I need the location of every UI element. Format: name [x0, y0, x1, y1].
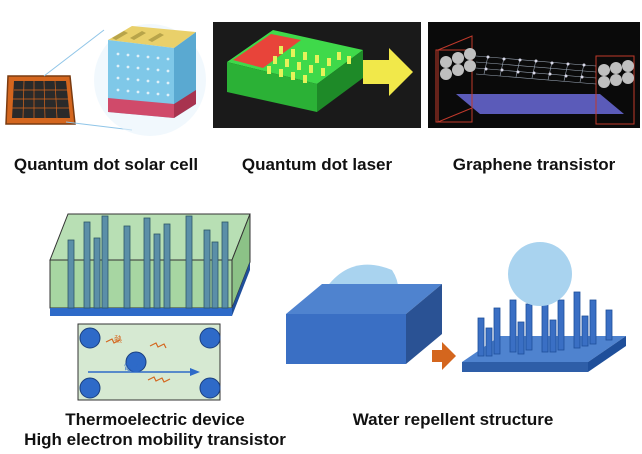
- caption-graphene: Graphene transistor: [452, 155, 616, 174]
- solar-cell-illustration: [5, 24, 206, 136]
- nanowire-block: [49, 213, 251, 316]
- caption-thermo-line1: Thermoelectric device: [65, 410, 245, 429]
- graphene-device: [435, 35, 635, 125]
- nanopillar-surface: [462, 242, 626, 372]
- transition-arrow-icon: [432, 342, 456, 370]
- graphene-illustration: [428, 22, 640, 128]
- laser-illustration: [213, 22, 421, 128]
- solar-cube: [94, 24, 206, 136]
- laser-arrow-icon: [363, 48, 413, 96]
- caption-laser: Quantum dot laser: [241, 155, 393, 174]
- solar-panel: [5, 75, 76, 125]
- caption-thermo-line2: High electron mobility transistor: [24, 430, 286, 449]
- thermoelectric-illustration: 熱 電子: [49, 213, 251, 401]
- electron-inset: 熱 電子: [77, 323, 221, 401]
- electron-arrow-icon: [190, 368, 200, 376]
- flat-surface-block: [286, 264, 442, 364]
- water-repellent-illustration: [286, 242, 626, 372]
- electron-label: 電子: [124, 363, 140, 372]
- caption-water: Water repellent structure: [352, 410, 554, 429]
- caption-solar-cell: Quantum dot solar cell: [13, 155, 199, 174]
- water-droplet: [508, 242, 572, 306]
- heat-label: 熱: [114, 334, 122, 344]
- laser-block: [227, 30, 363, 112]
